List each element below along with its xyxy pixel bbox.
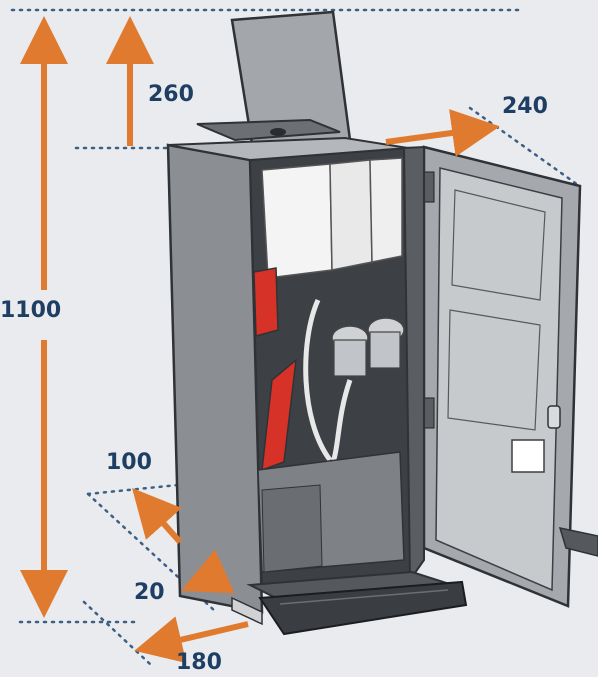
arrow-depth (134, 616, 249, 664)
guide-door-edge (468, 106, 580, 187)
label-depth-extension: 180 (176, 650, 222, 675)
door (419, 145, 598, 608)
label-door-swing: 240 (502, 94, 548, 119)
label-foot-offset: 20 (134, 580, 165, 605)
label-height-total: 1100 (0, 298, 62, 323)
cabinet (166, 136, 468, 636)
arrow-rear (132, 488, 183, 544)
arrow-foot (181, 549, 235, 594)
guide-front-diag (82, 600, 152, 666)
dimension-arrows (19, 16, 500, 664)
label-rear-clearance: 100 (106, 450, 152, 475)
machine-illustration (166, 10, 598, 636)
lid (196, 10, 352, 158)
guide-rear-depth (86, 483, 180, 496)
arrow-door (385, 109, 500, 157)
label-lid-clearance: 260 (148, 82, 194, 107)
